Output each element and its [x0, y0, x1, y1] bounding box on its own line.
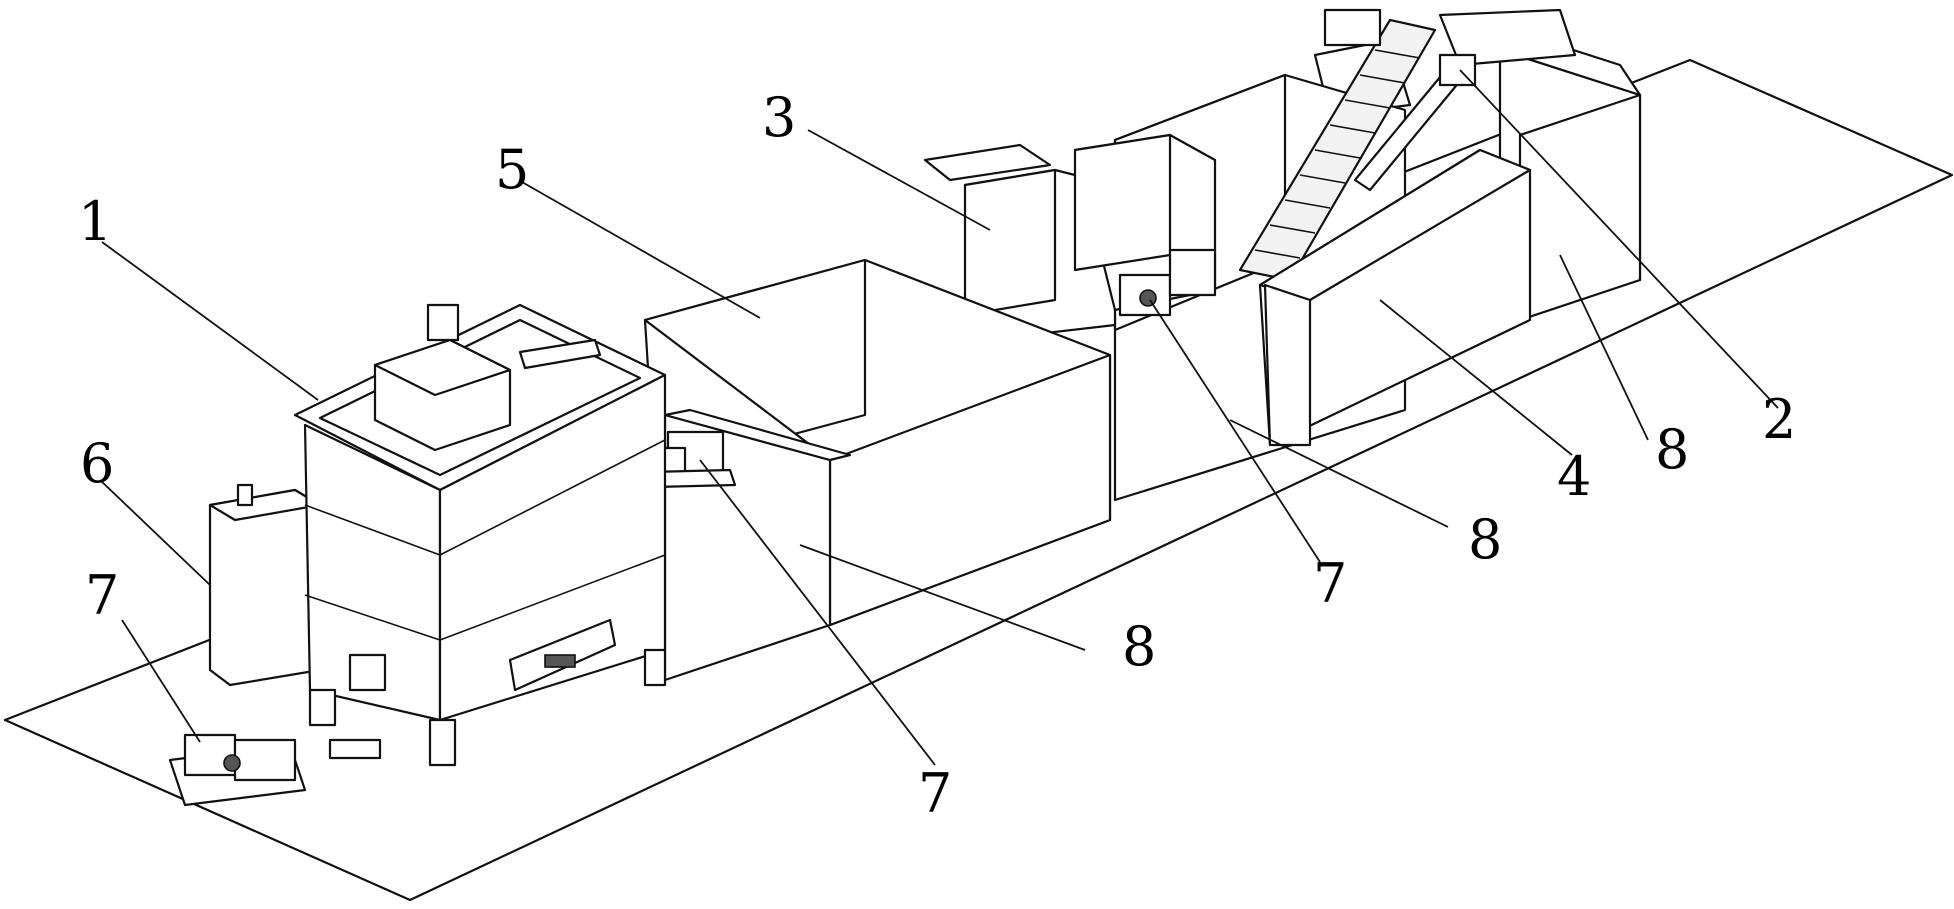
callout-5: 5	[495, 138, 529, 201]
callout-2: 2	[1762, 388, 1796, 451]
tank-4	[1258, 148, 1532, 447]
tank-6	[208, 483, 322, 687]
main-unit-1	[293, 303, 667, 767]
leader-lines	[99, 69, 1779, 766]
chain-conveyor	[1238, 8, 1477, 282]
callout-4: 4	[1557, 445, 1591, 508]
callout-7-left: 7	[85, 564, 119, 627]
callout-7-front: 7	[918, 762, 952, 825]
callout-6: 6	[80, 432, 114, 495]
pump-motor-bottom-left	[168, 733, 307, 807]
callout-7-middle: 7	[1313, 552, 1347, 615]
callout-8-middle: 8	[1468, 508, 1502, 571]
callout-8-right: 8	[1655, 418, 1689, 481]
callout-8-front: 8	[1122, 615, 1156, 678]
callout-1: 1	[78, 190, 112, 253]
callout-3: 3	[762, 86, 796, 149]
motor-middle	[1118, 248, 1217, 317]
callout-labels: 1 2 3 4 5 6 7 7 7 8 8 8	[78, 86, 1796, 825]
